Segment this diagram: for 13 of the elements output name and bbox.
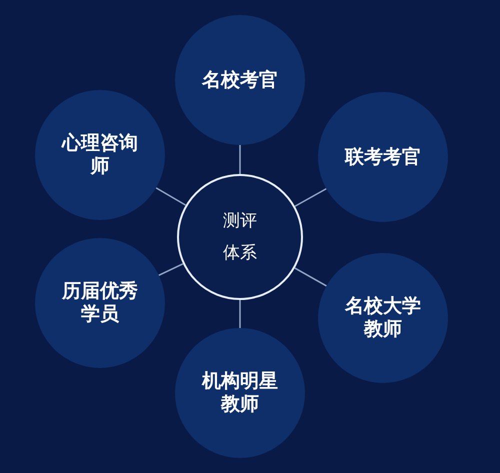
connector-line bbox=[239, 300, 241, 328]
connector-line bbox=[239, 145, 241, 174]
topic-label: 联考考官 bbox=[344, 146, 422, 168]
topic-label: 名校考官 bbox=[200, 68, 279, 92]
connector-line bbox=[158, 263, 184, 276]
connector-line bbox=[156, 187, 186, 206]
topic-label: 名校大学教师 bbox=[344, 295, 422, 341]
connector-line bbox=[294, 267, 327, 287]
topic-label: 机构明星教师 bbox=[200, 370, 279, 416]
topic-label: 历届优秀学员 bbox=[60, 280, 139, 326]
center-label: 测评体系 bbox=[222, 210, 258, 265]
connector-line bbox=[294, 188, 327, 207]
topic-label: 心理咨询师 bbox=[60, 132, 139, 178]
